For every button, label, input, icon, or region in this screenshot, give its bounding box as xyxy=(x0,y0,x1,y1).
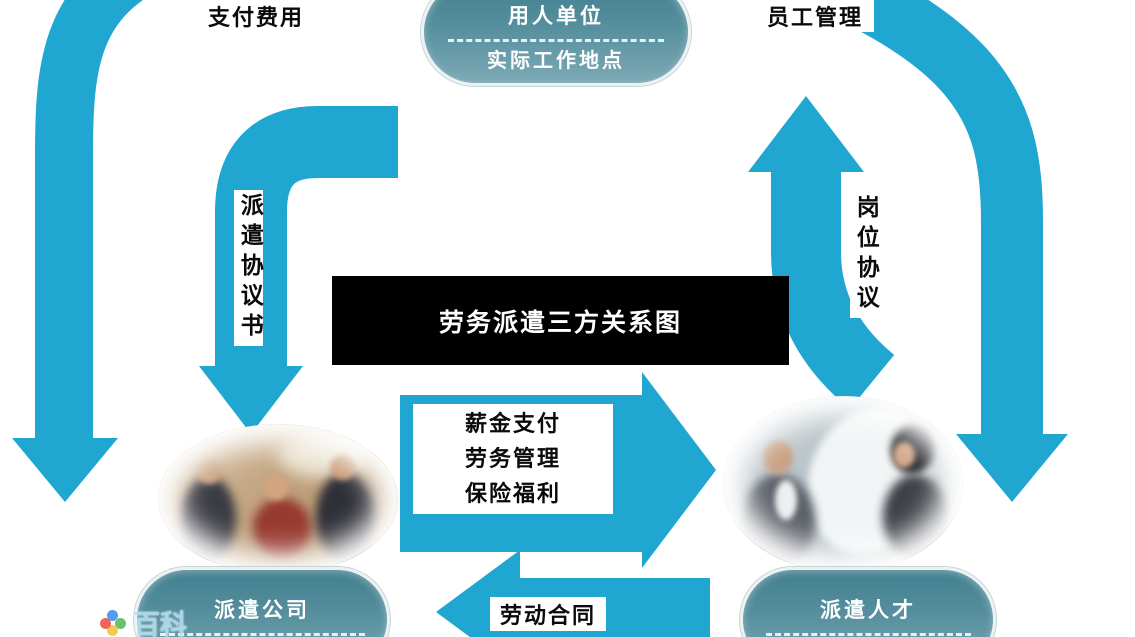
label-dispatch-agreement: 派遣协议书 xyxy=(234,190,264,346)
label-services: 薪金支付 劳务管理 保险福利 xyxy=(413,404,613,514)
watermark: 百科 xyxy=(100,603,187,637)
label-salary-payment: 薪金支付 xyxy=(464,411,561,437)
node-employer-worksite: 实际工作地点 xyxy=(487,48,625,72)
node-employer-name: 用人单位 xyxy=(508,4,604,28)
arrow-pay-fees xyxy=(12,0,144,502)
node-dispatch-talent-name: 派遣人才 xyxy=(820,598,916,622)
label-employee-management: 员工管理 xyxy=(756,0,874,32)
label-labor-management: 劳务管理 xyxy=(464,446,561,472)
diagram-title-box: 劳务派遣三方关系图 xyxy=(332,276,789,365)
photo-dispatch-company xyxy=(158,424,398,574)
label-post-agreement: 岗位协议 xyxy=(850,192,880,318)
arrow-post-agreement xyxy=(748,96,895,410)
diagram-title: 劳务派遣三方关系图 xyxy=(438,307,682,337)
node-employer: 用人单位 实际工作地点 xyxy=(421,0,691,86)
capsule-divider xyxy=(447,39,665,42)
watermark-label: 百科 xyxy=(133,610,187,637)
capsule-divider xyxy=(765,633,971,636)
label-labor-contract: 劳动合同 xyxy=(490,597,606,631)
node-dispatch-talent: 派遣人才 xyxy=(740,567,996,637)
label-insurance-welfare: 保险福利 xyxy=(464,481,561,507)
photo-dispatch-talent xyxy=(723,396,963,572)
arrow-employee-management xyxy=(793,0,1068,502)
capsule-divider xyxy=(159,633,365,636)
node-dispatch-company-name: 派遣公司 xyxy=(214,598,310,622)
watermark-logo-icon xyxy=(100,609,126,636)
label-pay-fees: 支付费用 xyxy=(197,0,315,32)
